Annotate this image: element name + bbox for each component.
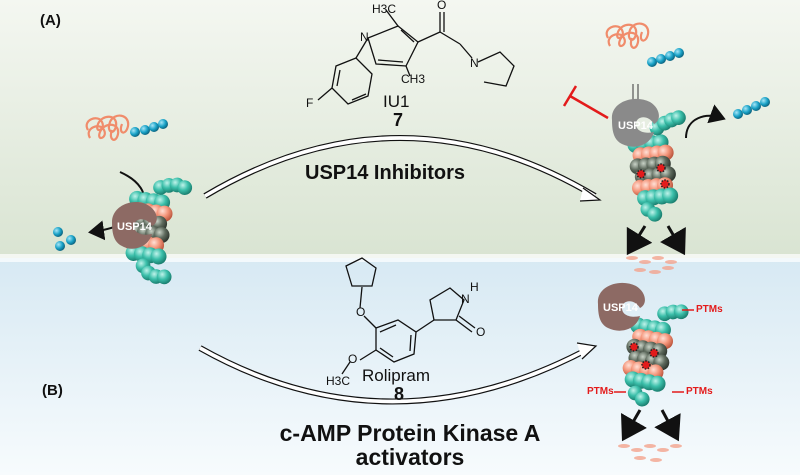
iu1-atom-n-ring: N — [360, 30, 369, 44]
arrow-label-pka-line1: c-AMP Protein Kinase A — [279, 420, 541, 446]
rolipram-methoxy: H3C — [326, 374, 351, 388]
iu1-atom-o: O — [437, 0, 447, 12]
compound-bottom-number: 8 — [394, 384, 405, 404]
right-released-ub — [733, 97, 770, 119]
active-site-marker — [649, 348, 659, 358]
rolipram-atom-o-methoxy: O — [348, 352, 358, 366]
curved-arrow-bottom — [198, 342, 598, 405]
compound-bottom-name: Rolipram — [362, 366, 431, 385]
left-usp14 — [112, 202, 157, 249]
active-site-marker — [636, 169, 646, 179]
active-site-marker — [656, 163, 666, 173]
rolipram-atom-n: N — [461, 292, 470, 306]
active-site-marker — [629, 342, 639, 352]
subunit-sphere — [649, 375, 666, 392]
ptm-ticks — [614, 309, 694, 393]
iu1-structure — [317, 9, 515, 105]
subunit-sphere — [634, 391, 650, 407]
arrow-label-pka-line2: activators — [355, 444, 465, 470]
rolipram-atom-h: H — [470, 280, 479, 294]
right-bottom-proteasome — [622, 304, 689, 407]
curved-arrow-top — [203, 135, 602, 202]
active-site-marker — [660, 179, 670, 189]
ptm-label-left: PTMs — [587, 386, 614, 397]
usp14-label-right-top: USP14 — [618, 120, 653, 132]
compound-top-number: 7 — [393, 110, 404, 130]
peptide-out-arrows-top — [626, 225, 686, 256]
panel-label-b: (B) — [42, 382, 63, 399]
subunit-sphere — [156, 269, 172, 285]
subunit-sphere — [150, 248, 167, 265]
subunit-sphere — [647, 206, 663, 222]
ptm-label-right: PTMs — [686, 386, 713, 397]
peptide-out-arrows-bottom — [621, 409, 681, 442]
panel-label-a: (A) — [40, 12, 61, 29]
left-ubiquitin-chain — [130, 119, 168, 137]
peptides-top — [626, 256, 677, 274]
peptides-bottom — [618, 444, 682, 462]
subunit-sphere — [177, 180, 193, 196]
iu1-atom-f: F — [306, 96, 314, 110]
subunit-sphere — [671, 110, 686, 126]
right-top-usp14 — [611, 98, 659, 147]
right-top-proteasome — [627, 110, 686, 222]
iu1-atom-n-pyrrolidine: N — [470, 56, 479, 70]
released-ub — [53, 227, 76, 251]
iu1-methyl-top: H3C — [372, 2, 397, 16]
inhibition-mark — [562, 85, 609, 120]
iu1-methyl-bottom: CH3 — [401, 72, 426, 86]
active-site-marker — [641, 360, 651, 370]
subunit-sphere — [673, 304, 689, 320]
right-ub-release-arrow — [685, 104, 726, 139]
compound-top-name: IU1 — [383, 92, 410, 111]
arrow-label-usp14-inhibitors: USP14 Inhibitors — [305, 162, 466, 184]
subunit-sphere — [662, 187, 679, 204]
ptm-label-top: PTMs — [696, 304, 723, 315]
usp14-label-right-bottom: USP14 — [603, 302, 638, 314]
rolipram-structure — [341, 257, 476, 375]
right-top-ubiquitin-chain — [647, 48, 684, 67]
usp14-label-left: USP14 — [117, 221, 152, 233]
right-bottom-usp14 — [597, 282, 645, 331]
rolipram-atom-o-carbonyl: O — [476, 325, 486, 339]
rolipram-atom-o-ether: O — [356, 305, 366, 319]
